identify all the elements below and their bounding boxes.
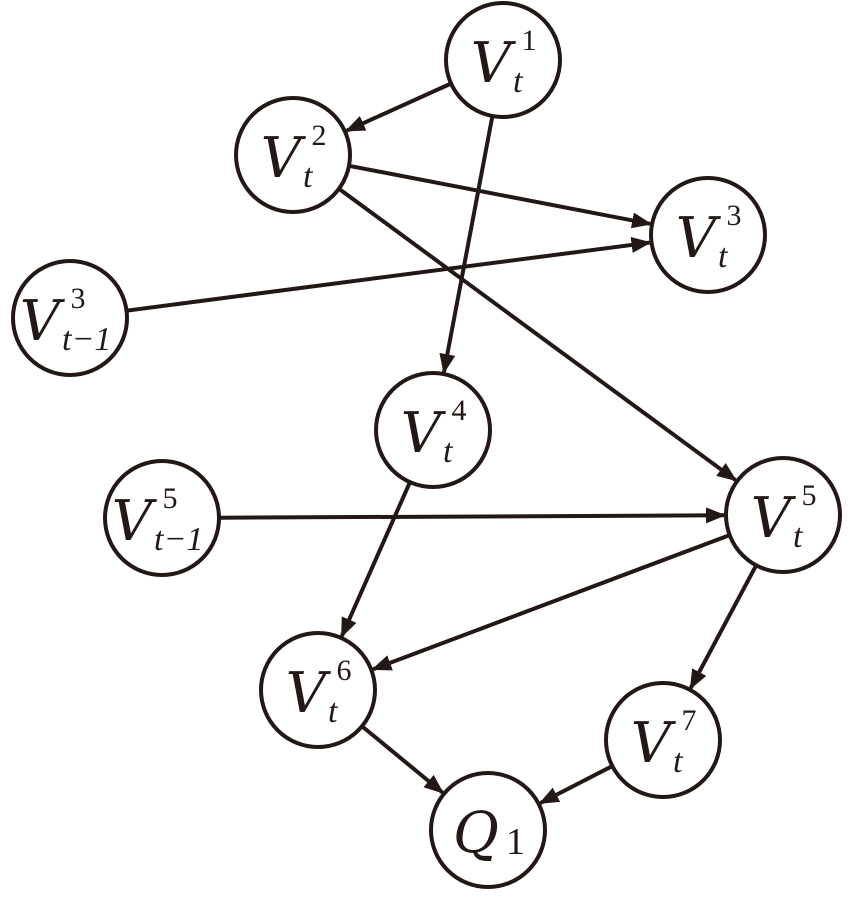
node-circle [259, 631, 377, 749]
node-circle [444, 1, 562, 119]
node-label-sub: t−1 [62, 321, 111, 358]
node-label-main: V [20, 289, 66, 354]
node-label-sub: t [328, 693, 339, 730]
node-label-main: V [751, 486, 797, 551]
node-label-sub: t [513, 63, 524, 100]
node-label-main: V [631, 711, 677, 776]
node-label-sup: 2 [312, 119, 327, 152]
node-label-sup: 4 [452, 394, 467, 427]
node-label-sub: t [673, 743, 684, 780]
node-label-sup: 6 [337, 654, 352, 687]
node-label-sub: t [443, 433, 454, 470]
edge-v5t-to-v6t [371, 533, 731, 672]
node-label-sub: t−1 [154, 521, 203, 558]
edge-v2t-to-v5t [337, 187, 738, 482]
node-label-main: V [471, 31, 517, 96]
edge-v6t-to-q1 [360, 724, 444, 795]
node-circle [103, 459, 221, 577]
node-label-main: V [401, 401, 447, 466]
node-label-sup: 3 [727, 199, 742, 232]
node-label-sub: t [718, 238, 729, 275]
node-label-sub: t [793, 518, 804, 555]
edge-v7t-to-q1 [538, 764, 614, 805]
node-label-sup: 7 [682, 704, 697, 737]
node-label-main: Q [453, 801, 499, 866]
edge-v2t-to-v3t [348, 163, 653, 229]
node-label-main: V [261, 126, 307, 191]
edge-v1t-to-v2t [344, 81, 452, 133]
edge-v1t-to-v4t [439, 115, 495, 374]
node-circle [604, 681, 722, 799]
edge-v4t-to-v6t [340, 481, 412, 638]
edge-v5tm1-to-v5t [218, 507, 727, 524]
node-circle [649, 176, 767, 294]
edge-v5t-to-v7t [689, 564, 758, 690]
node-circle [724, 456, 842, 574]
node-label-sub: 1 [506, 821, 525, 863]
node-label-main: V [286, 661, 332, 726]
node-label-main: V [112, 489, 158, 554]
node-label-sup: 5 [802, 479, 817, 512]
node-label-main: V [676, 206, 722, 271]
node-circle [429, 771, 547, 889]
edge-v3tm1-to-v3t [126, 237, 652, 313]
node-label-sup: 5 [163, 482, 178, 515]
node-label-sup: 1 [522, 24, 537, 57]
node-circle [234, 96, 352, 214]
node-label-sub: t [303, 158, 314, 195]
node-label-sup: 3 [71, 282, 86, 315]
node-circle [374, 371, 492, 489]
node-circle [11, 259, 129, 377]
